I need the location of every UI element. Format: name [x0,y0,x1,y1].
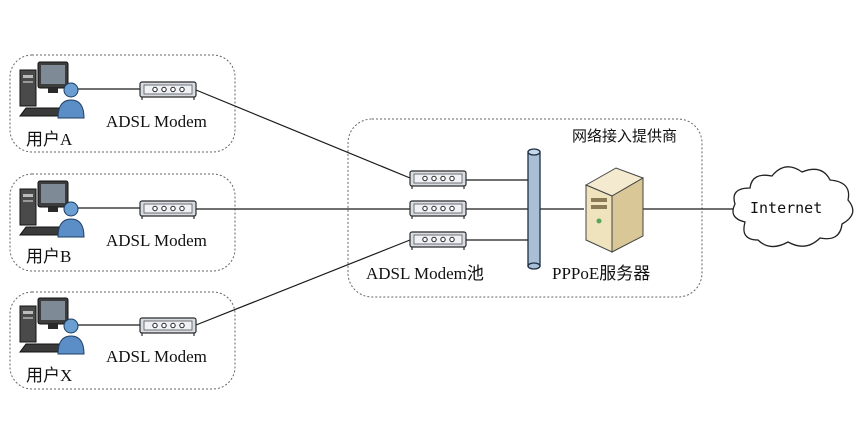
user-x-modem-label: ADSL Modem [106,347,207,366]
adsl-modem-icon [409,170,467,190]
adsl-modem-icon [139,317,197,337]
user-a-modem-label: ADSL Modem [106,112,207,131]
link-x-to-pool [195,239,411,326]
bus-cylinder-icon [527,148,541,270]
pppoe-server-label: PPPoE服务器 [552,264,650,283]
adsl-modem-icon [409,200,467,220]
modem-pool-label: ADSL Modem池 [366,264,484,283]
user-b-label: 用户B [26,247,71,266]
isp-group [347,118,703,298]
user-b-modem-label: ADSL Modem [106,231,207,250]
isp-title: 网络接入提供商 [572,128,677,145]
user-a-label: 用户A [26,130,73,149]
adsl-modem-icon [139,200,197,220]
link-a-to-pool [195,89,411,179]
adsl-modem-icon [139,81,197,101]
adsl-modem-icon [409,231,467,251]
internet-label: Internet [750,199,822,217]
server-tower-icon [584,167,645,253]
internet-cloud-icon [732,166,854,248]
user-x-label: 用户X [26,366,72,385]
